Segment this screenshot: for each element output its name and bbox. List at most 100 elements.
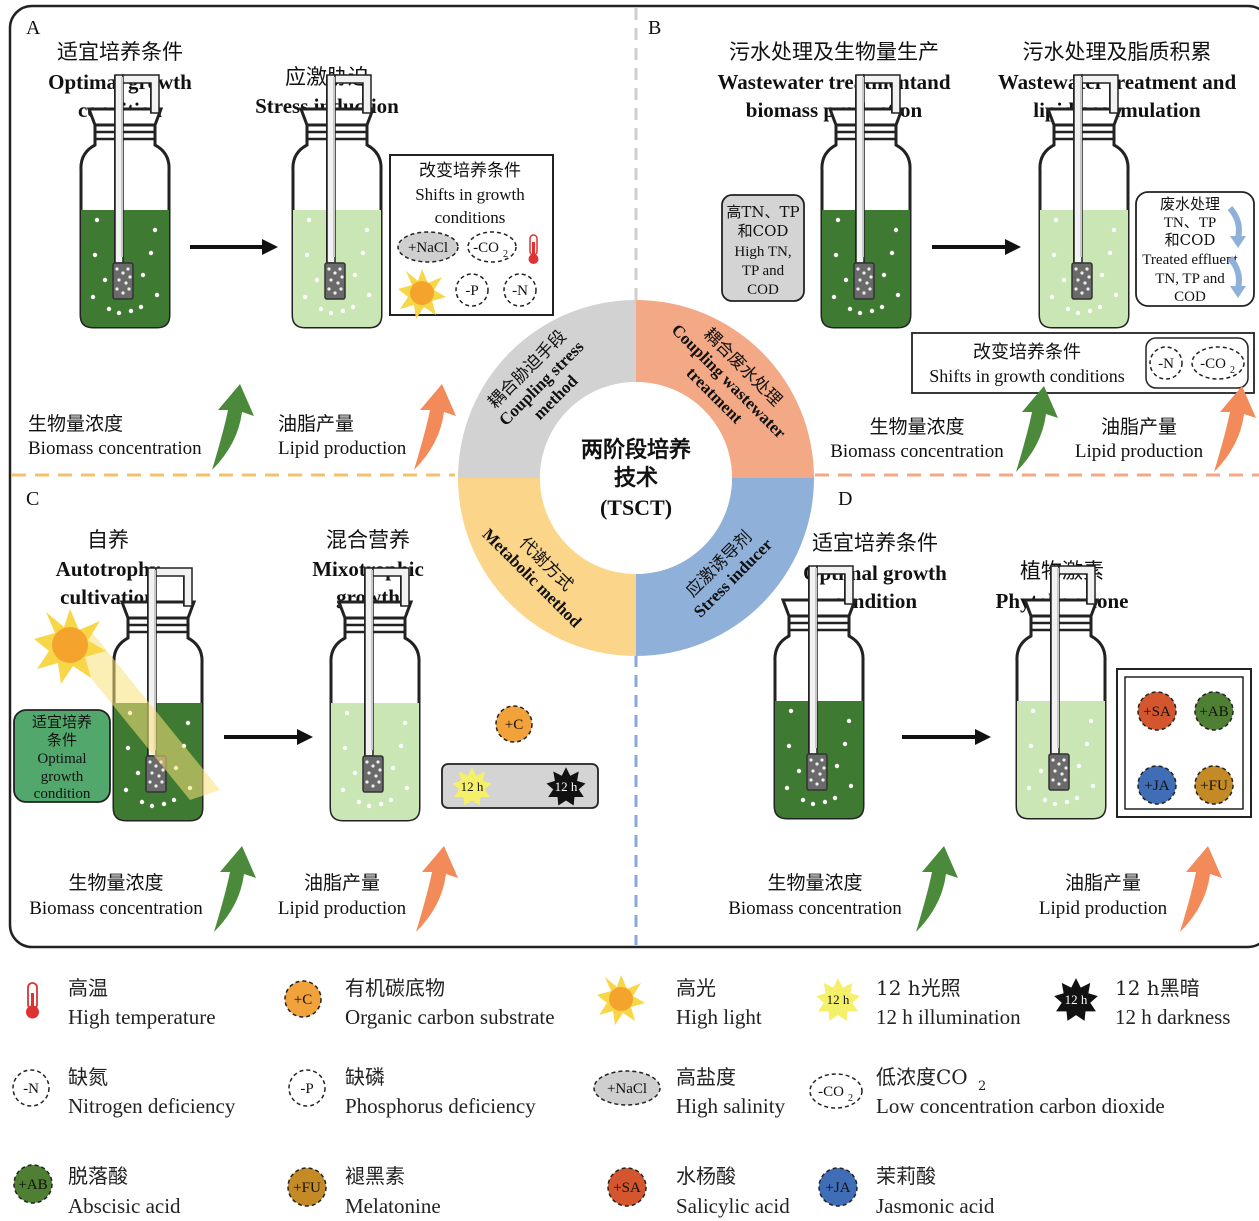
panel-c-biomass-en: Biomass concentration [29, 898, 203, 919]
legend-badge-5: -N [23, 1081, 39, 1097]
center-title-cn-2: 技术 [614, 465, 658, 491]
legend-badge-sub-8: 2 [848, 1093, 853, 1104]
legend-item-salinity: +NaCl 高盐度 High salinity [593, 1065, 786, 1118]
panel-d-lipid-en: Lipid production [1039, 898, 1168, 919]
ja-legend-badge [818, 1167, 858, 1207]
panel-a-lipid-en: Lipid production [278, 438, 407, 459]
ring-segment-wastewater [636, 300, 814, 478]
nacl-badge [397, 231, 459, 263]
high-box-l3: High TN, [734, 244, 791, 260]
panel-b-biomass-cn: 生物量浓度 [869, 416, 964, 438]
n-badge-label: -N [512, 283, 528, 299]
bottle-d1 [773, 565, 865, 820]
legend-cn-8: 低浓度CO [876, 1065, 968, 1089]
legend-badge-8: -CO [818, 1084, 844, 1100]
panel-a-biomass-en: Biomass concentration [28, 438, 202, 459]
lipid-arrow-d [1180, 846, 1222, 932]
fu-badge [1194, 765, 1234, 805]
legend-badge-3: 12 h [827, 992, 850, 1007]
biomass-arrow-d [916, 846, 958, 932]
co2-legend-badge [809, 1073, 863, 1109]
biomass-arrow-c [214, 846, 256, 932]
ring-segment-metabolic [458, 478, 636, 656]
panel-d: D 适宜培养条件 Optimal growth condition 植物激素 P… [728, 488, 1252, 932]
decrease-arrow-2 [1227, 256, 1242, 289]
panel-b-shift-cn: 改变培养条件 [973, 342, 1081, 363]
legend-cn-7: 高盐度 [676, 1065, 736, 1089]
lipid-arrow-b [1214, 386, 1256, 472]
legend-en-11: Salicylic acid [676, 1194, 790, 1218]
bottle-b1 [820, 74, 912, 329]
legend-item-organic-carbon: +C 有机碳底物 Organic carbon substrate [284, 976, 555, 1029]
bottle-a1 [79, 74, 171, 329]
legend-cn-5: 缺氮 [68, 1065, 108, 1089]
legend-en-3: 12 h illumination [876, 1005, 1021, 1029]
legend-badge-11: +SA [613, 1180, 641, 1196]
treated-l1: 废水处理 [1160, 195, 1220, 213]
p-badge-label: -P [465, 283, 478, 299]
panel-a-shift-en2: conditions [435, 208, 506, 227]
panel-b: B 污水处理及生物量生产 Wastewater treatmentand bio… [648, 17, 1256, 472]
bottle-a2 [291, 74, 383, 329]
legend-badge-10: +FU [293, 1180, 321, 1196]
legend-en-4: 12 h darkness [1115, 1005, 1230, 1029]
panel-c-biomass-cn: 生物量浓度 [68, 872, 163, 894]
nacl-legend-badge [593, 1070, 661, 1106]
panel-b-lipid-en: Lipid production [1075, 441, 1204, 462]
sa-badge [1137, 691, 1177, 731]
legend-badge-4: 12 h [1065, 992, 1088, 1007]
legend-en-1: Organic carbon substrate [345, 1005, 555, 1029]
co2-badge-sub: 2 [503, 249, 508, 260]
fu-legend-badge [287, 1167, 327, 1207]
panel-c-letter: C [26, 488, 39, 510]
ja-badge [1137, 765, 1177, 805]
center-title-en: (TSCT) [600, 495, 672, 520]
n-legend-badge [12, 1069, 50, 1107]
legend-badge-1: +C [294, 992, 312, 1008]
panel-c-stage2-cn: 混合营养 [326, 528, 410, 552]
carbon-badge-label: +C [505, 717, 523, 733]
legend-en-9: Abscisic acid [68, 1194, 181, 1218]
b-co2-badge [1191, 346, 1245, 380]
co2-badge-label: -CO [473, 240, 499, 256]
light-beam [60, 630, 220, 800]
panel-a-shift-en1: Shifts in growth [415, 185, 525, 204]
treated-l4: Treated effluent [1142, 252, 1238, 268]
panel-b-biomass-en: Biomass concentration [830, 441, 1004, 462]
dark-12h-label: 12 h [555, 779, 578, 794]
sun-legend-icon [597, 975, 645, 1025]
panel-a-biomass-cn: 生物量浓度 [28, 413, 123, 435]
high-box-l1: 高TN、TP [726, 203, 799, 221]
thermometer-icon [528, 234, 539, 264]
panel-a-letter: A [26, 17, 41, 39]
high-nutrient-box [721, 194, 805, 302]
b-co2-sub: 2 [1230, 365, 1235, 376]
ring-segment-inducer [636, 478, 814, 656]
legend-en-10: Melatonine [345, 1194, 441, 1218]
sa-legend-badge [607, 1167, 647, 1207]
panel-b-lipid-cn: 油脂产量 [1101, 416, 1177, 438]
legend-item-nitrogen: -N 缺氮 Nitrogen deficiency [12, 1065, 236, 1118]
legend-item-jasmonic: +JA 茉莉酸 Jasmonic acid [818, 1164, 995, 1218]
ab-legend-badge [13, 1164, 53, 1204]
ab-label: +AB [1199, 704, 1228, 720]
panel-c: C 自养 Autotrophy cultivation 混合营养 Mixotro… [13, 488, 599, 932]
legend-cn-10: 褪黑素 [345, 1164, 405, 1188]
carbon-legend-badge [284, 980, 322, 1018]
biomass-arrow-a [212, 384, 254, 470]
legend-badge-6: -P [300, 1081, 313, 1097]
nacl-badge-label: +NaCl [408, 240, 448, 256]
optimal-condition-box [13, 709, 111, 803]
legend-en-0: High temperature [68, 1005, 216, 1029]
treated-l2: TN、TP [1164, 215, 1217, 231]
treated-l3: 和COD [1165, 231, 1216, 249]
center-ring: 两阶段培养 技术 (TSCT) 耦合胁迫手段 Coupling stress m… [458, 300, 814, 656]
fu-label: +FU [1200, 778, 1228, 794]
legend-cn-1: 有机碳底物 [345, 976, 445, 1000]
legend-cn-sub-8: 2 [978, 1079, 986, 1094]
treated-l5: TN, TP and [1155, 271, 1225, 287]
co2-badge [467, 231, 517, 263]
carbon-badge [495, 705, 533, 743]
panel-d-stage1-cn: 适宜培养条件 [812, 531, 938, 555]
